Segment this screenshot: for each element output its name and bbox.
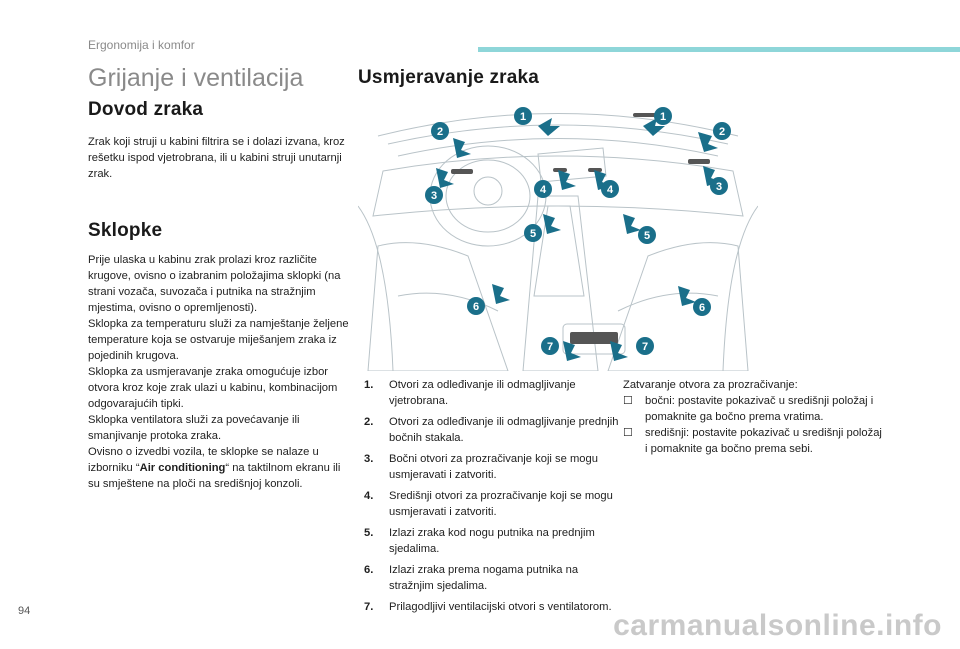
checkbox-bullet-icon: ☐	[623, 395, 633, 407]
section-header: Ergonomija i komfor	[88, 38, 195, 52]
vent-markers: 1 1 2 2 3 3 4 4 5 5 6 6 7 7	[425, 107, 731, 355]
header-accent-bar	[478, 47, 960, 52]
closing-item: ☐ središnji: postavite pokazivač u središ…	[623, 425, 883, 457]
vent-marker-2: 2	[713, 122, 731, 140]
cabin-illustration: 1 1 2 2 3 3 4 4 5 5 6 6 7 7	[358, 107, 758, 371]
vent-marker-1: 1	[514, 107, 532, 125]
legend-item: 2. Otvori za odleđivanje ili odmagljivanj…	[364, 414, 619, 446]
legend-text: Bočni otvori za prozračivanje koji se mo…	[389, 453, 598, 481]
checkbox-bullet-icon: ☐	[623, 427, 633, 439]
sklopke-text-4: Sklopka ventilatora služi za povećavanje…	[88, 414, 300, 442]
legend-text: Izlazi zraka kod nogu putnika na prednji…	[389, 527, 595, 555]
legend-number: 3.	[364, 453, 374, 465]
vent-legend-list: 1. Otvori za odleđivanje ili odmagljivanj…	[364, 377, 619, 620]
dovod-paragraph: Zrak koji struji u kabini filtrira se i …	[88, 136, 345, 180]
dovod-heading: Dovod zraka	[88, 99, 204, 120]
vent-marker-5: 5	[524, 224, 542, 242]
vent-marker-label: 1	[660, 111, 666, 123]
vent-marker-2: 2	[431, 122, 449, 140]
page-title: Grijanje i ventilacija	[88, 64, 304, 92]
vent-marker-label: 3	[716, 181, 722, 193]
legend-number: 4.	[364, 490, 374, 502]
legend-text: Prilagodljivi ventilacijski otvori s ven…	[389, 601, 612, 613]
sklopke-text-1: Prije ulaska u kabinu zrak prolazi kroz …	[88, 254, 341, 314]
vent-marker-4: 4	[534, 180, 552, 198]
vent-marker-label: 1	[520, 111, 526, 123]
legend-item: 4. Središnji otvori za prozračivanje koji…	[364, 488, 619, 520]
vent-marker-label: 4	[540, 184, 547, 196]
vent-marker-5: 5	[638, 226, 656, 244]
air-conditioning-label: Air conditioning	[139, 462, 226, 474]
closing-item: ☐ bočni: postavite pokazivač u središnji …	[623, 393, 883, 425]
sklopke-paragraph: Prije ulaska u kabinu zrak prolazi kroz …	[88, 252, 350, 492]
vent-marker-3: 3	[425, 186, 443, 204]
closing-item-text: središnji: postavite pokazivač u središn…	[645, 427, 882, 455]
legend-item: 3. Bočni otvori za prozračivanje koji se …	[364, 451, 619, 483]
vent-marker-label: 5	[530, 228, 536, 240]
vent-marker-label: 7	[642, 341, 648, 353]
page-number: 94	[18, 605, 31, 617]
legend-item: 1. Otvori za odleđivanje ili odmagljivanj…	[364, 377, 619, 409]
legend-number: 5.	[364, 527, 374, 539]
usmjeravanje-heading: Usmjeravanje zraka	[358, 67, 540, 88]
legend-number: 7.	[364, 601, 374, 613]
sklopke-text-3: Sklopka za usmjeravanje zraka omogućuje …	[88, 366, 338, 410]
vent-marker-label: 2	[437, 126, 443, 138]
closing-item-text: bočni: postavite pokazivač u središnji p…	[645, 395, 874, 423]
sklopke-text-5: Ovisno o izvedbi vozila, te sklopke se n…	[88, 444, 350, 492]
vent-marker-3: 3	[710, 177, 728, 195]
legend-item: 7. Prilagodljivi ventilacijski otvori s v…	[364, 599, 619, 615]
legend-text: Središnji otvori za prozračivanje koji s…	[389, 490, 613, 518]
vent-marker-label: 7	[547, 341, 553, 353]
vent-marker-label: 5	[644, 230, 650, 242]
vent-marker-7: 7	[636, 337, 654, 355]
vent-marker-label: 6	[473, 301, 479, 313]
legend-number: 2.	[364, 416, 374, 428]
legend-item: 6. Izlazi zraka prema nogama putnika na s…	[364, 562, 619, 594]
sklopke-text-5b: “ na taktilnom ekranu ili su smještene n…	[88, 462, 341, 490]
closing-vents-section: Zatvaranje otvora za prozračivanje: ☐ boč…	[623, 377, 883, 457]
legend-item: 5. Izlazi zraka kod nogu putnika na predn…	[364, 525, 619, 557]
vent-marker-6: 6	[693, 298, 711, 316]
vent-marker-6: 6	[467, 297, 485, 315]
sklopke-heading: Sklopke	[88, 220, 163, 241]
vent-marker-label: 3	[431, 190, 437, 202]
vent-marker-label: 6	[699, 302, 705, 314]
legend-text: Otvori za odleđivanje ili odmagljivanje …	[389, 379, 576, 407]
vent-marker-label: 2	[719, 126, 725, 138]
legend-text: Otvori za odleđivanje ili odmagljivanje …	[389, 416, 619, 444]
legend-number: 6.	[364, 564, 374, 576]
legend-text: Izlazi zraka prema nogama putnika na str…	[389, 564, 579, 592]
vent-marker-label: 4	[607, 184, 614, 196]
vent-marker-1: 1	[654, 107, 672, 125]
legend-number: 1.	[364, 379, 374, 391]
sklopke-text-5a: Ovisno o izvedbi vozila, te sklopke se n…	[88, 446, 319, 474]
vent-marker-4: 4	[601, 180, 619, 198]
watermark: carmanualsonline.info	[613, 609, 942, 642]
closing-title: Zatvaranje otvora za prozračivanje:	[623, 379, 798, 391]
vent-marker-7: 7	[541, 337, 559, 355]
sklopke-text-2: Sklopka za temperaturu služi za namješta…	[88, 318, 349, 362]
